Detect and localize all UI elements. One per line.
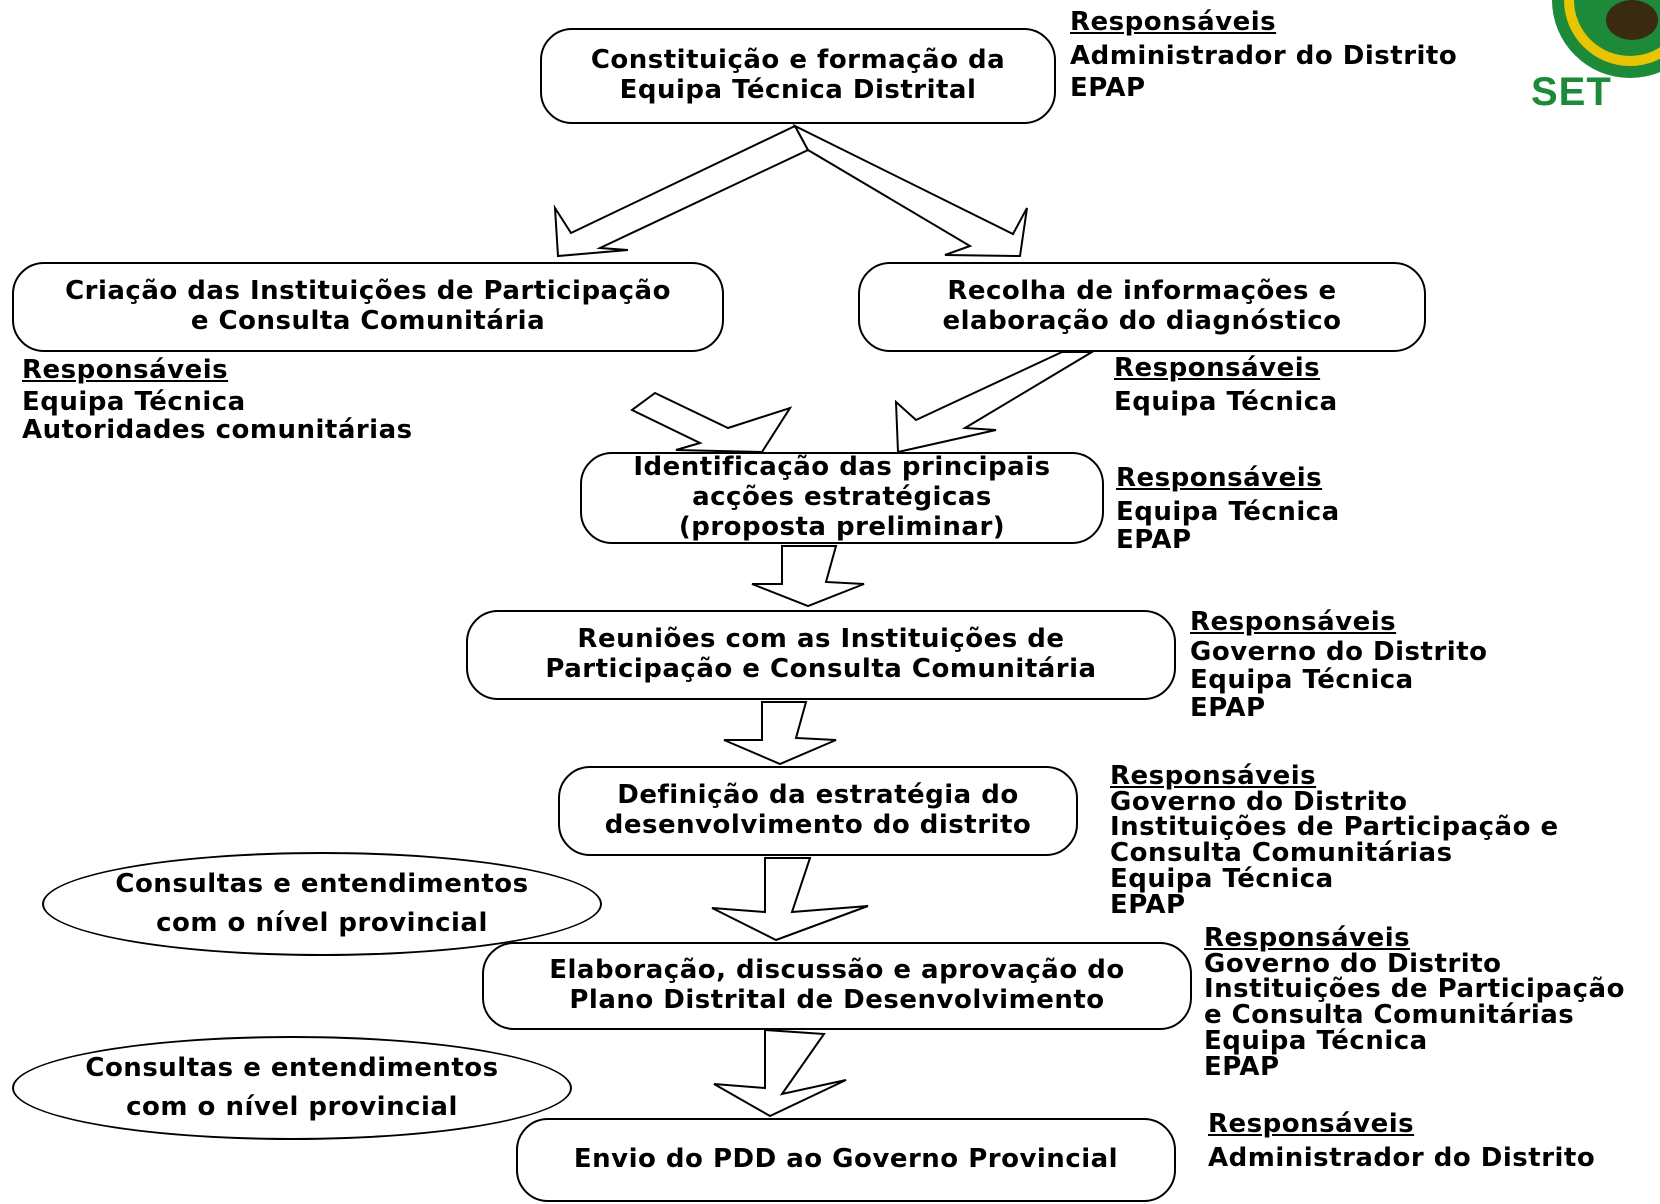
arrow-s2b-to-s3 — [894, 351, 1096, 454]
responsavel-item: Governo do Distrito — [1110, 786, 1408, 817]
responsaveis-step-1: Responsáveis Administrador do Distrito E… — [1070, 8, 1457, 102]
responsavel-item: e Consulta Comunitárias — [1204, 1000, 1575, 1031]
step-3-line-3: (proposta preliminar) — [678, 511, 1006, 542]
responsavel-item: Instituições de Participação e — [1110, 812, 1559, 843]
responsaveis-step-2a: Responsáveis Equipa Técnica Autoridades … — [22, 356, 413, 444]
responsaveis-heading: Responsáveis — [1114, 353, 1321, 383]
set-logo — [1552, 0, 1660, 78]
oval-1-line-2: com o nível provincial — [156, 908, 488, 938]
step-2a-line-2: e Consulta Comunitária — [190, 306, 546, 336]
responsaveis-step-7: Responsáveis Administrador do Distrito — [1208, 1110, 1595, 1172]
step-4-line-2: Participação e Consulta Comunitária — [545, 654, 1097, 684]
step-3-box: Identificação das principais acções estr… — [580, 452, 1104, 544]
logo-text: SET — [1531, 70, 1612, 114]
responsavel-item: Administrador do Distrito — [1208, 1143, 1596, 1174]
consultation-oval-1: Consultas e entendimentos com o nível pr… — [42, 852, 602, 956]
arrow-s5-to-s6 — [711, 857, 869, 942]
responsaveis-step-5: Responsáveis Governo do Distrito Institu… — [1110, 761, 1559, 920]
step-1-line-2: Equipa Técnica Distrital — [619, 75, 977, 105]
step-6-line-1: Elaboração, discussão e aprovação do — [549, 955, 1125, 986]
arrow-s2a-to-s3-shape — [630, 391, 793, 454]
step-5-box: Definição da estratégia do desenvolvimen… — [558, 766, 1078, 856]
responsaveis-heading: Responsáveis — [1110, 761, 1317, 791]
step-6-line-2: Plano Distrital de Desenvolvimento — [569, 985, 1105, 1015]
responsavel-item: Equipa Técnica — [1110, 863, 1334, 894]
step-7-line-1: Envio do PDD ao Governo Provincial — [573, 1144, 1119, 1175]
responsavel-item: Equipa Técnica — [22, 387, 246, 418]
responsavel-item: EPAP — [1116, 525, 1192, 556]
responsaveis-step-4: Responsáveis Governo do Distrito Equipa … — [1190, 608, 1487, 722]
responsaveis-heading: Responsáveis — [22, 355, 229, 385]
responsaveis-heading: Responsáveis — [1070, 7, 1277, 37]
responsavel-item: Equipa Técnica — [1204, 1025, 1428, 1056]
responsavel-item: Instituições de Participação — [1204, 974, 1625, 1005]
step-4-line-1: Reuniões com as Instituições de — [577, 624, 1065, 655]
step-2b-line-2: elaboração do diagnóstico — [942, 306, 1342, 336]
responsaveis-heading: Responsáveis — [1116, 463, 1323, 493]
responsaveis-heading: Responsáveis — [1208, 1109, 1415, 1139]
arrow-s6-to-s7 — [713, 1028, 847, 1118]
arrow-s4-to-s5 — [723, 701, 837, 766]
step-2b-line-1: Recolha de informações e — [947, 276, 1337, 307]
responsavel-item: Equipa Técnica — [1114, 387, 1338, 418]
responsavel-item: Autoridades comunitárias — [22, 415, 413, 446]
step-5-line-1: Definição da estratégia do — [617, 780, 1019, 811]
step-7-box: Envio do PDD ao Governo Provincial — [516, 1118, 1176, 1202]
oval-1-line-1: Consultas e entendimentos — [115, 869, 529, 899]
step-1-line-1: Constituição e formação da — [590, 45, 1006, 76]
responsavel-item: EPAP — [1110, 889, 1186, 920]
step-2a-line-1: Criação das Instituições de Participação — [65, 276, 671, 307]
responsavel-item: Governo do Distrito — [1190, 637, 1488, 668]
responsaveis-step-2b: Responsáveis Equipa Técnica — [1114, 354, 1338, 416]
oval-2-line-1: Consultas e entendimentos — [85, 1053, 499, 1083]
responsaveis-step-3: Responsáveis Equipa Técnica EPAP — [1116, 464, 1340, 554]
responsavel-item: Equipa Técnica — [1190, 665, 1414, 696]
responsavel-item: EPAP — [1190, 693, 1266, 724]
step-2a-box: Criação das Instituições de Participação… — [12, 262, 724, 352]
step-1-box: Constituição e formação da Equipa Técnic… — [540, 28, 1056, 124]
consultation-oval-2: Consultas e entendimentos com o nível pr… — [12, 1036, 572, 1140]
responsavel-item: EPAP — [1070, 73, 1146, 104]
step-3-line-1: Identificação das principais — [633, 452, 1051, 483]
responsaveis-heading: Responsáveis — [1204, 923, 1411, 953]
step-3-line-2: acções estratégicas — [692, 482, 992, 513]
responsaveis-heading: Responsáveis — [1190, 607, 1397, 637]
arrow-s1-to-s2a — [553, 124, 810, 258]
responsavel-item: Consulta Comunitárias — [1110, 838, 1453, 869]
responsavel-item: Administrador do Distrito — [1070, 41, 1458, 72]
arrow-s1-to-s2b — [792, 123, 1028, 258]
oval-2-line-2: com o nível provincial — [126, 1092, 458, 1122]
step-2b-box: Recolha de informações e elaboração do d… — [858, 262, 1426, 352]
arrow-s3-to-s4 — [751, 545, 865, 608]
responsaveis-step-6: Responsáveis Governo do Distrito Institu… — [1204, 923, 1625, 1082]
step-5-line-2: desenvolvimento do distrito — [604, 810, 1032, 840]
responsavel-item: EPAP — [1204, 1051, 1280, 1082]
responsavel-item: Equipa Técnica — [1116, 497, 1340, 528]
step-4-box: Reuniões com as Instituições de Particip… — [466, 610, 1176, 700]
step-6-box: Elaboração, discussão e aprovação do Pla… — [482, 942, 1192, 1030]
responsavel-item: Governo do Distrito — [1204, 948, 1502, 979]
